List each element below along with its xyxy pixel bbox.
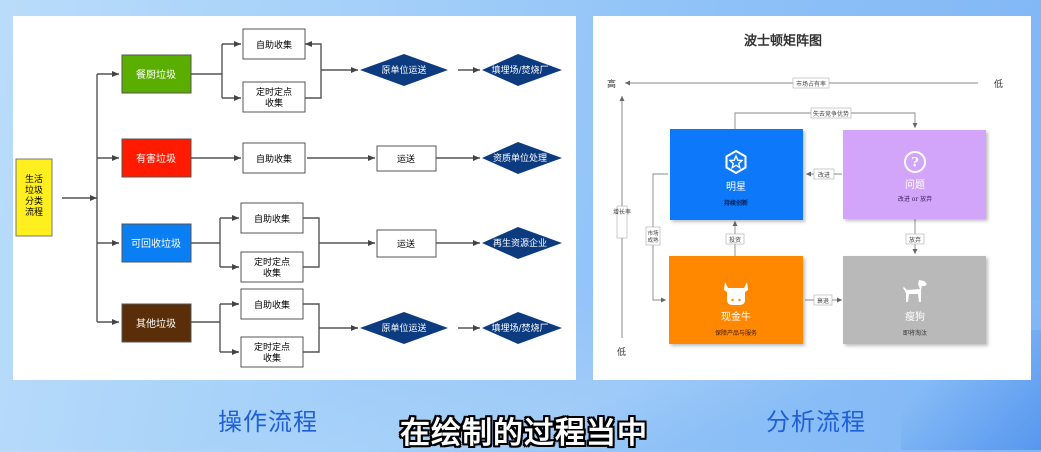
category-kitchen-waste: 餐厨垃圾 [121,54,192,94]
edge-label-lose-advantage: 失去竞争优势 [810,107,852,119]
svg-text:运送: 运送 [397,153,415,165]
x-axis-high: 高 [607,78,616,90]
cow-icon [724,282,748,305]
svg-text:原单位运送: 原单位运送 [381,64,426,76]
row2-self-collect: 自助收集 [242,142,306,174]
star-desc: 持续创新 [724,199,748,207]
row4-self-collect: 自助收集 [240,288,304,320]
edge-label-invest: 投资 [725,233,745,245]
x-axis-label: 市场占有率 [796,80,826,88]
quadrant-dog: 瘦狗 即将淘汰 [843,256,986,344]
svg-text:收集: 收集 [263,267,281,279]
row1-self-collect: 自助收集 [242,28,306,60]
question-name: 问题 [905,178,925,191]
svg-text:定时定点: 定时定点 [254,341,290,353]
row3-self-collect: 自助收集 [240,202,304,234]
row4-landfill-incinerator: 填埋场/焚烧厂 [482,312,562,344]
svg-text:自助收集: 自助收集 [256,39,292,51]
edge-label-decline: 衰退 [813,294,833,306]
svg-text:收集: 收集 [263,352,281,364]
svg-text:改进: 改进 [818,171,830,179]
row1-original-unit-transport: 原单位运送 [360,54,448,86]
start-line-1: 生活 [25,173,43,185]
start-line-2: 垃圾 [25,184,43,196]
row4-original-unit-transport: 原单位运送 [360,312,448,344]
video-subtitle: 在绘制的过程当中 [400,416,648,451]
svg-text:自助收集: 自助收集 [256,153,292,165]
bcg-matrix: 波士顿矩阵图 高 低 市场占有率 增长率 低 失去竞争优势 改进 市场 成熟 投… [607,33,1003,358]
category-hazardous-waste: 有害垃圾 [121,138,192,178]
svg-text:有害垃圾: 有害垃圾 [136,152,176,165]
svg-text:原单位运送: 原单位运送 [381,322,426,334]
waste-flowchart: 生活 垃圾 分类 流程 餐厨垃圾 有害垃圾 可回收垃圾 其他垃圾 自助收集 定时… [15,28,562,368]
start-line-3: 分类 [25,195,43,207]
start-line-4: 流程 [25,206,43,218]
row1-timed-collect: 定时定点 收集 [242,81,306,113]
star-name: 明星 [726,181,746,193]
svg-text:自助收集: 自助收集 [254,299,290,311]
svg-text:放弃: 放弃 [909,236,921,244]
cash-cow-name: 现金牛 [721,310,751,323]
row2-qualified-unit: 资质单位处理 [482,142,562,174]
row1-landfill-incinerator: 填埋场/焚烧厂 [482,54,562,86]
row3-recycling-company: 再生资源企业 [482,227,562,259]
svg-text:填埋场/焚烧厂: 填埋场/焚烧厂 [491,322,548,334]
svg-text:可回收垃圾: 可回收垃圾 [131,237,181,250]
quadrant-star: 明星 持续创新 [670,129,803,220]
question-desc: 改进 or 放弃 [898,195,932,203]
row4-timed-collect: 定时定点 收集 [240,336,304,368]
operation-flow-panel: 生活 垃圾 分类 流程 餐厨垃圾 有害垃圾 可回收垃圾 其他垃圾 自助收集 定时… [13,16,576,380]
caption-analysis-flow: 分析流程 [766,408,866,436]
svg-text:投资: 投资 [729,236,741,244]
edge-label-abandon: 放弃 [905,233,925,245]
svg-text:失去竞争优势: 失去竞争优势 [813,110,849,118]
cash-cow-desc: 保障产品与服务 [715,329,757,337]
category-recyclable-waste: 可回收垃圾 [121,223,192,263]
quadrant-cash-cow: 现金牛 保障产品与服务 [669,256,803,344]
svg-text:衰退: 衰退 [817,297,829,305]
y-axis-low: 低 [617,346,626,358]
start-node: 生活 垃圾 分类 流程 [15,158,53,237]
svg-text:市场: 市场 [647,229,659,237]
svg-text:成熟: 成熟 [647,236,659,244]
svg-text:自助收集: 自助收集 [254,213,290,225]
connector-lines [62,41,480,355]
svg-text:?: ? [911,156,919,171]
row2-transport: 运送 [376,145,437,172]
svg-text:餐厨垃圾: 餐厨垃圾 [136,68,176,81]
analysis-flow-panel: 波士顿矩阵图 高 低 市场占有率 增长率 低 失去竞争优势 改进 市场 成熟 投… [593,16,1031,380]
svg-text:定时定点: 定时定点 [256,86,292,98]
dog-name: 瘦狗 [905,310,925,323]
matrix-title: 波士顿矩阵图 [744,33,822,49]
dog-desc: 即将淘汰 [903,329,927,337]
svg-text:收集: 收集 [265,97,283,109]
category-other-waste: 其他垃圾 [121,303,192,343]
row3-transport: 运送 [376,229,437,258]
y-axis-label: 增长率 [613,208,631,216]
svg-text:运送: 运送 [397,238,415,250]
svg-text:资质单位处理: 资质单位处理 [493,152,547,164]
edge-label-market-mature: 市场 成熟 [645,226,661,246]
question-circle-icon: ? [904,151,926,173]
x-axis-low: 低 [994,78,1003,90]
svg-text:再生资源企业: 再生资源企业 [493,237,547,249]
svg-text:填埋场/焚烧厂: 填埋场/焚烧厂 [491,64,548,76]
star-hexagon-icon [725,149,747,175]
edge-label-improve: 改进 [813,168,835,180]
row3-timed-collect: 定时定点 收集 [240,251,304,283]
svg-text:定时定点: 定时定点 [254,256,290,268]
caption-operation-flow: 操作流程 [218,408,318,436]
svg-text:其他垃圾: 其他垃圾 [136,317,176,330]
dog-icon [903,280,927,302]
quadrant-question: ? 问题 改进 or 放弃 [843,130,986,219]
